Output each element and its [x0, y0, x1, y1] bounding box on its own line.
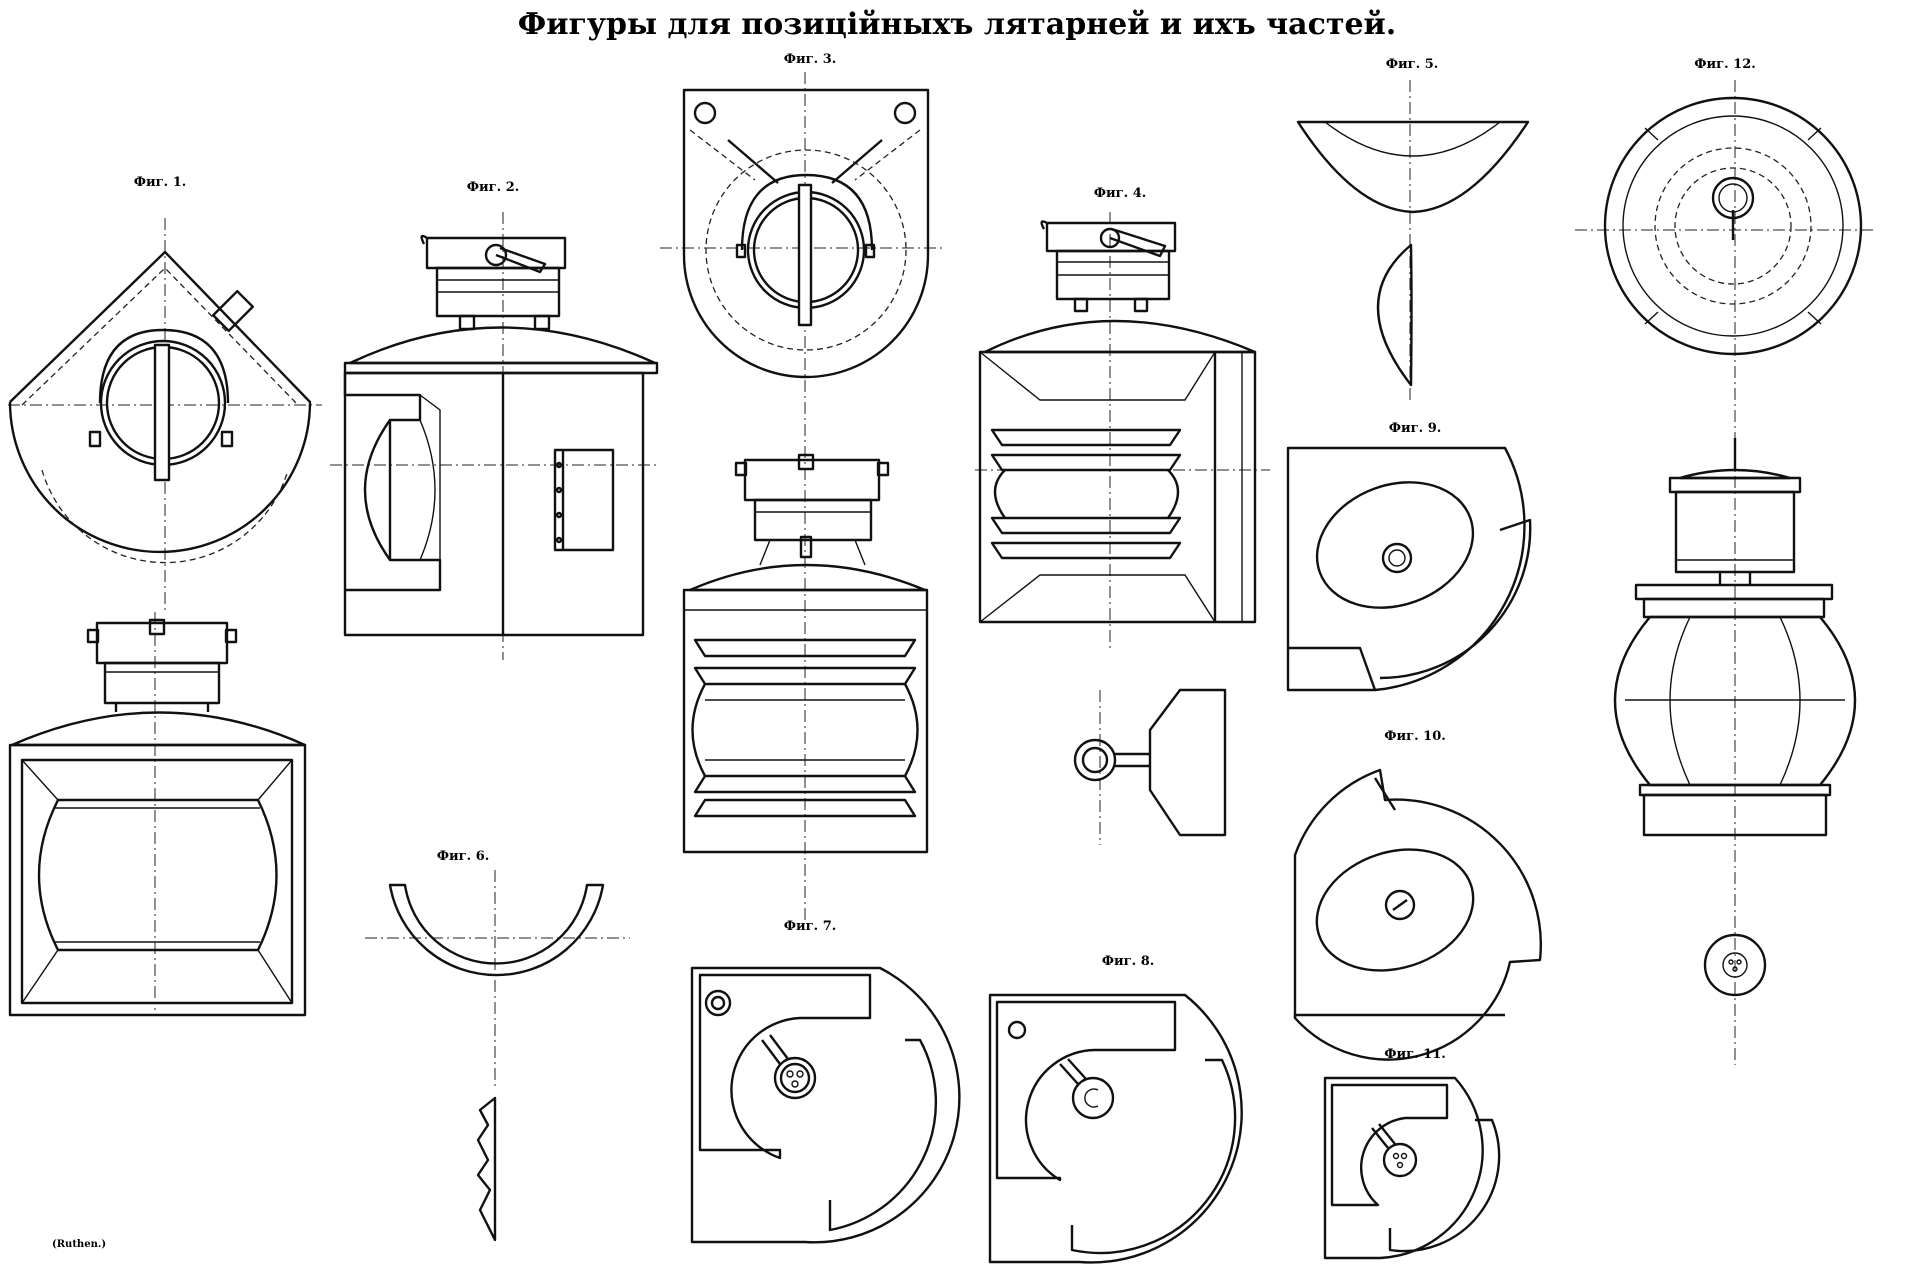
- figure-6-label: Фиг. 6.: [437, 849, 490, 864]
- figure-1: Фиг. 1.: [8, 175, 322, 1017]
- figure-5-label: Фиг. 5.: [1386, 57, 1439, 72]
- figure-7: Фиг. 7.: [690, 919, 961, 1244]
- figure-12-plan-view: [1603, 96, 1863, 356]
- figure-1-front-view: [8, 612, 307, 1017]
- figure-12: Фиг. 12.: [1575, 57, 1875, 1065]
- figure-11-label: Фиг. 11.: [1384, 1047, 1446, 1062]
- figure-8: Фиг. 8.: [988, 954, 1243, 1264]
- figure-3: Фиг. 3.: [660, 52, 945, 922]
- figure-1-plan-view: [8, 218, 322, 612]
- figure-12-front-view: [1613, 438, 1857, 997]
- engraver-credit: (Ruthen.): [52, 1239, 106, 1250]
- plate-title: Фигуры для позиційныхъ лятарней и ихъ ча…: [518, 7, 1396, 42]
- figure-4-bracket-detail: [1073, 688, 1227, 845]
- figure-1-label: Фиг. 1.: [134, 175, 187, 190]
- figure-2: Фиг. 2.: [330, 180, 660, 660]
- figure-8-label: Фиг. 8.: [1102, 954, 1155, 969]
- figure-3-plan-view: [682, 88, 930, 379]
- figure-4-label: Фиг. 4.: [1094, 186, 1147, 201]
- figure-6: Фиг. 6.: [365, 849, 630, 1242]
- figure-3-front-view: [682, 453, 929, 854]
- figure-5: Фиг. 5.: [1296, 57, 1530, 400]
- figure-9-label: Фиг. 9.: [1389, 421, 1442, 436]
- figure-2-label: Фиг. 2.: [467, 180, 520, 195]
- figure-11: Фиг. 11.: [1323, 1047, 1501, 1260]
- figure-4: Фиг. 4.: [975, 186, 1270, 845]
- figure-10-label: Фиг. 10.: [1384, 729, 1446, 744]
- figure-12-label: Фиг. 12.: [1694, 57, 1756, 72]
- figure-10: Фиг. 10.: [1293, 729, 1542, 1061]
- figure-3-label: Фиг. 3.: [784, 52, 837, 67]
- figure-9: Фиг. 9.: [1286, 421, 1532, 692]
- figure-7-label: Фиг. 7.: [784, 919, 837, 934]
